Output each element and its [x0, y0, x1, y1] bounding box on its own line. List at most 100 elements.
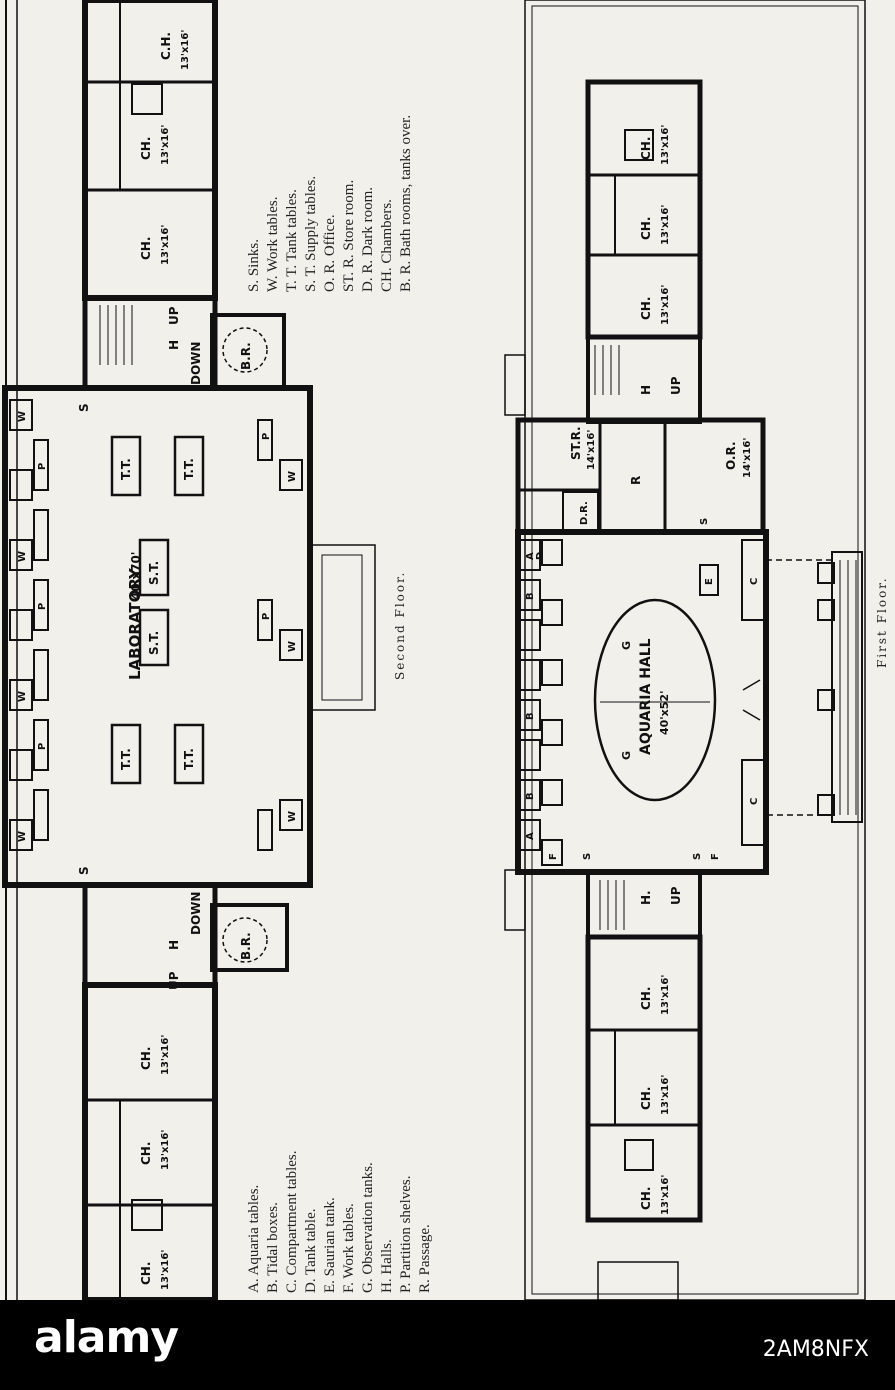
legend-left-item: P. Partition shelves.	[398, 1175, 414, 1293]
second-floor-chamber-label-3: CH.	[139, 1047, 153, 1070]
second-floor-shelf-1: P	[37, 603, 48, 610]
second-floor-bath-bottom: B.R.	[239, 932, 253, 960]
legend-left-item: C. Compartment tables.	[284, 1150, 300, 1293]
second-floor-lab-size: 40'x70'	[129, 552, 143, 601]
legend-right-item: S. Sinks.	[246, 239, 262, 292]
second-floor-chamber-label-2: CH.	[139, 237, 153, 260]
second-floor-supply-table-1: S.T.	[147, 631, 161, 655]
second-floor-chamber-size-1: 13'x16'	[160, 125, 171, 165]
second-floor-shelf-2: P	[37, 743, 48, 750]
legend-right-item: D. R. Dark room.	[360, 187, 376, 292]
second-floor-chamber-label-1: CH.	[139, 137, 153, 160]
first-floor-hall-bottom: H.	[639, 890, 653, 905]
legend-left-item: B. Tidal boxes.	[265, 1202, 281, 1293]
legend-left-item: G. Observation tanks.	[360, 1162, 376, 1293]
legend-right-item: W. Work tables.	[265, 196, 281, 292]
first-floor-chamber-label-2: CH.	[639, 297, 653, 320]
second-floor-lab-label: LABORATORY	[126, 567, 144, 680]
first-floor-table-d: D	[535, 552, 546, 560]
first-floor-table-b-1: B	[525, 712, 536, 720]
first-floor-bottom-wing	[585, 934, 703, 1223]
second-floor-tank-table-0: T.T.	[182, 458, 196, 480]
first-floor-up-top: UP	[669, 376, 683, 395]
second-floor-supply-table-0: S.T.	[147, 561, 161, 585]
observation-tanks-ellipse	[593, 598, 717, 802]
legend-right-item: ST. R. Store room.	[341, 179, 357, 292]
legend-left-item: H. Halls.	[379, 1239, 395, 1293]
first-floor-sink-2: S	[699, 518, 710, 525]
second-floor-shelf-4: P	[261, 613, 272, 620]
second-floor-tank-table-1: T.T.	[182, 748, 196, 770]
first-floor-hall-top: H	[639, 385, 653, 395]
first-floor-table-f-1: F	[710, 853, 721, 860]
second-floor-work-3: W	[17, 831, 28, 842]
second-floor-chamber-label-4: CH.	[139, 1142, 153, 1165]
second-floor-work-4: W	[287, 471, 298, 482]
first-floor-table-e: E	[704, 578, 715, 585]
second-floor-up-bottom: UP	[167, 971, 181, 990]
first-floor-chamber-label-0: CH.	[639, 137, 653, 160]
second-floor-shelf-3: P	[261, 433, 272, 440]
first-floor-office-size: 14'x16'	[742, 438, 753, 478]
first-floor-table-b-2: B	[525, 792, 536, 800]
first-floor-up-bottom: UP	[669, 886, 683, 905]
second-floor-work-6: W	[287, 811, 298, 822]
second-floor-hall-top: H	[167, 340, 181, 350]
first-floor-chamber-label-3: CH.	[639, 987, 653, 1010]
second-floor-chamber-size-3: 13'x16'	[160, 1035, 171, 1075]
first-floor-store-room: ST.R.	[569, 426, 583, 460]
watermark-code: 2AM8NFX	[762, 1337, 869, 1362]
legend-left-item: D. Tank table.	[303, 1208, 319, 1294]
second-floor-work-2: W	[17, 691, 28, 702]
legend-left-item: R. Passage.	[417, 1224, 433, 1293]
first-floor-sink-1: S	[692, 853, 703, 860]
second-floor-shelf-0: P	[37, 463, 48, 470]
first-floor-passage: R	[629, 476, 643, 485]
second-floor-up-top: UP	[167, 306, 181, 325]
legend-left: A. Aquaria tables. B. Tidal boxes. C. Co…	[245, 1151, 435, 1293]
legend-right-item: CH. Chambers.	[379, 199, 395, 292]
floor-plans: LABORATORY 40'x70' H UP DOWN B.R. H UP D…	[2, 0, 866, 1300]
legend-right-item: S. T. Supply tables.	[303, 175, 319, 292]
first-floor-caption: First Floor.	[875, 576, 889, 668]
first-floor-chamber-label-1: CH.	[639, 217, 653, 240]
legend-left-item: A. Aquaria tables.	[246, 1184, 262, 1293]
second-floor-work-1: W	[17, 551, 28, 562]
second-floor-sink-0: S	[77, 403, 91, 412]
first-floor-chamber-size-2: 13'x16'	[660, 285, 671, 325]
second-floor-chamber-size-0: 13'x16'	[180, 30, 191, 70]
first-floor-chamber-size-1: 13'x16'	[660, 205, 671, 245]
second-floor-sink-1: S	[77, 866, 91, 875]
second-floor-work-5: W	[287, 641, 298, 652]
first-floor-aquaria-label: AQUARIA HALL	[638, 638, 654, 755]
first-floor-chamber-label-4: CH.	[639, 1087, 653, 1110]
first-floor-table-a-1: A	[525, 832, 536, 840]
first-floor-table-b-0: B	[525, 592, 536, 600]
legend-left-item: E. Saurian tank.	[322, 1197, 338, 1293]
legend-right-item: B. R. Bath rooms, tanks over.	[398, 114, 414, 292]
second-floor-tank-table-3: T.T.	[119, 748, 133, 770]
legend-right-item: T. T. Tank tables.	[284, 189, 300, 292]
second-floor-chamber-size-4: 13'x16'	[160, 1130, 171, 1170]
first-floor-table-f-0: F	[548, 853, 559, 860]
first-floor-chamber-size-4: 13'x16'	[660, 1075, 671, 1115]
first-floor-table-g-1: G	[620, 751, 633, 760]
second-floor-bottom-wing	[82, 982, 218, 1300]
legend-left-item: F. Work tables.	[341, 1203, 357, 1293]
second-floor-chamber-size-5: 13'x16'	[160, 1250, 171, 1290]
first-floor-table-c-0: C	[749, 578, 760, 585]
watermark-banner	[0, 1300, 895, 1390]
legend-right: S. Sinks. W. Work tables. T. T. Tank tab…	[245, 115, 416, 292]
first-floor-dark-room: D.R.	[579, 501, 590, 525]
first-floor-aquaria-size: 40'x52'	[658, 691, 671, 735]
second-floor-tank-table-2: T.T.	[119, 458, 133, 480]
first-floor-table-g-0: G	[620, 641, 633, 650]
first-floor-table-c-1: C	[749, 798, 760, 805]
first-floor-sink-0: S	[582, 853, 593, 860]
second-floor-caption: Second Floor.	[393, 570, 407, 680]
second-floor-down-top: DOWN	[189, 342, 203, 385]
first-floor-table-a-0: A	[525, 552, 536, 560]
second-floor-down-bottom: DOWN	[189, 892, 203, 935]
legend-right-item: O. R. Office.	[322, 214, 338, 292]
second-floor-chamber-label-0: C.H.	[159, 32, 173, 60]
